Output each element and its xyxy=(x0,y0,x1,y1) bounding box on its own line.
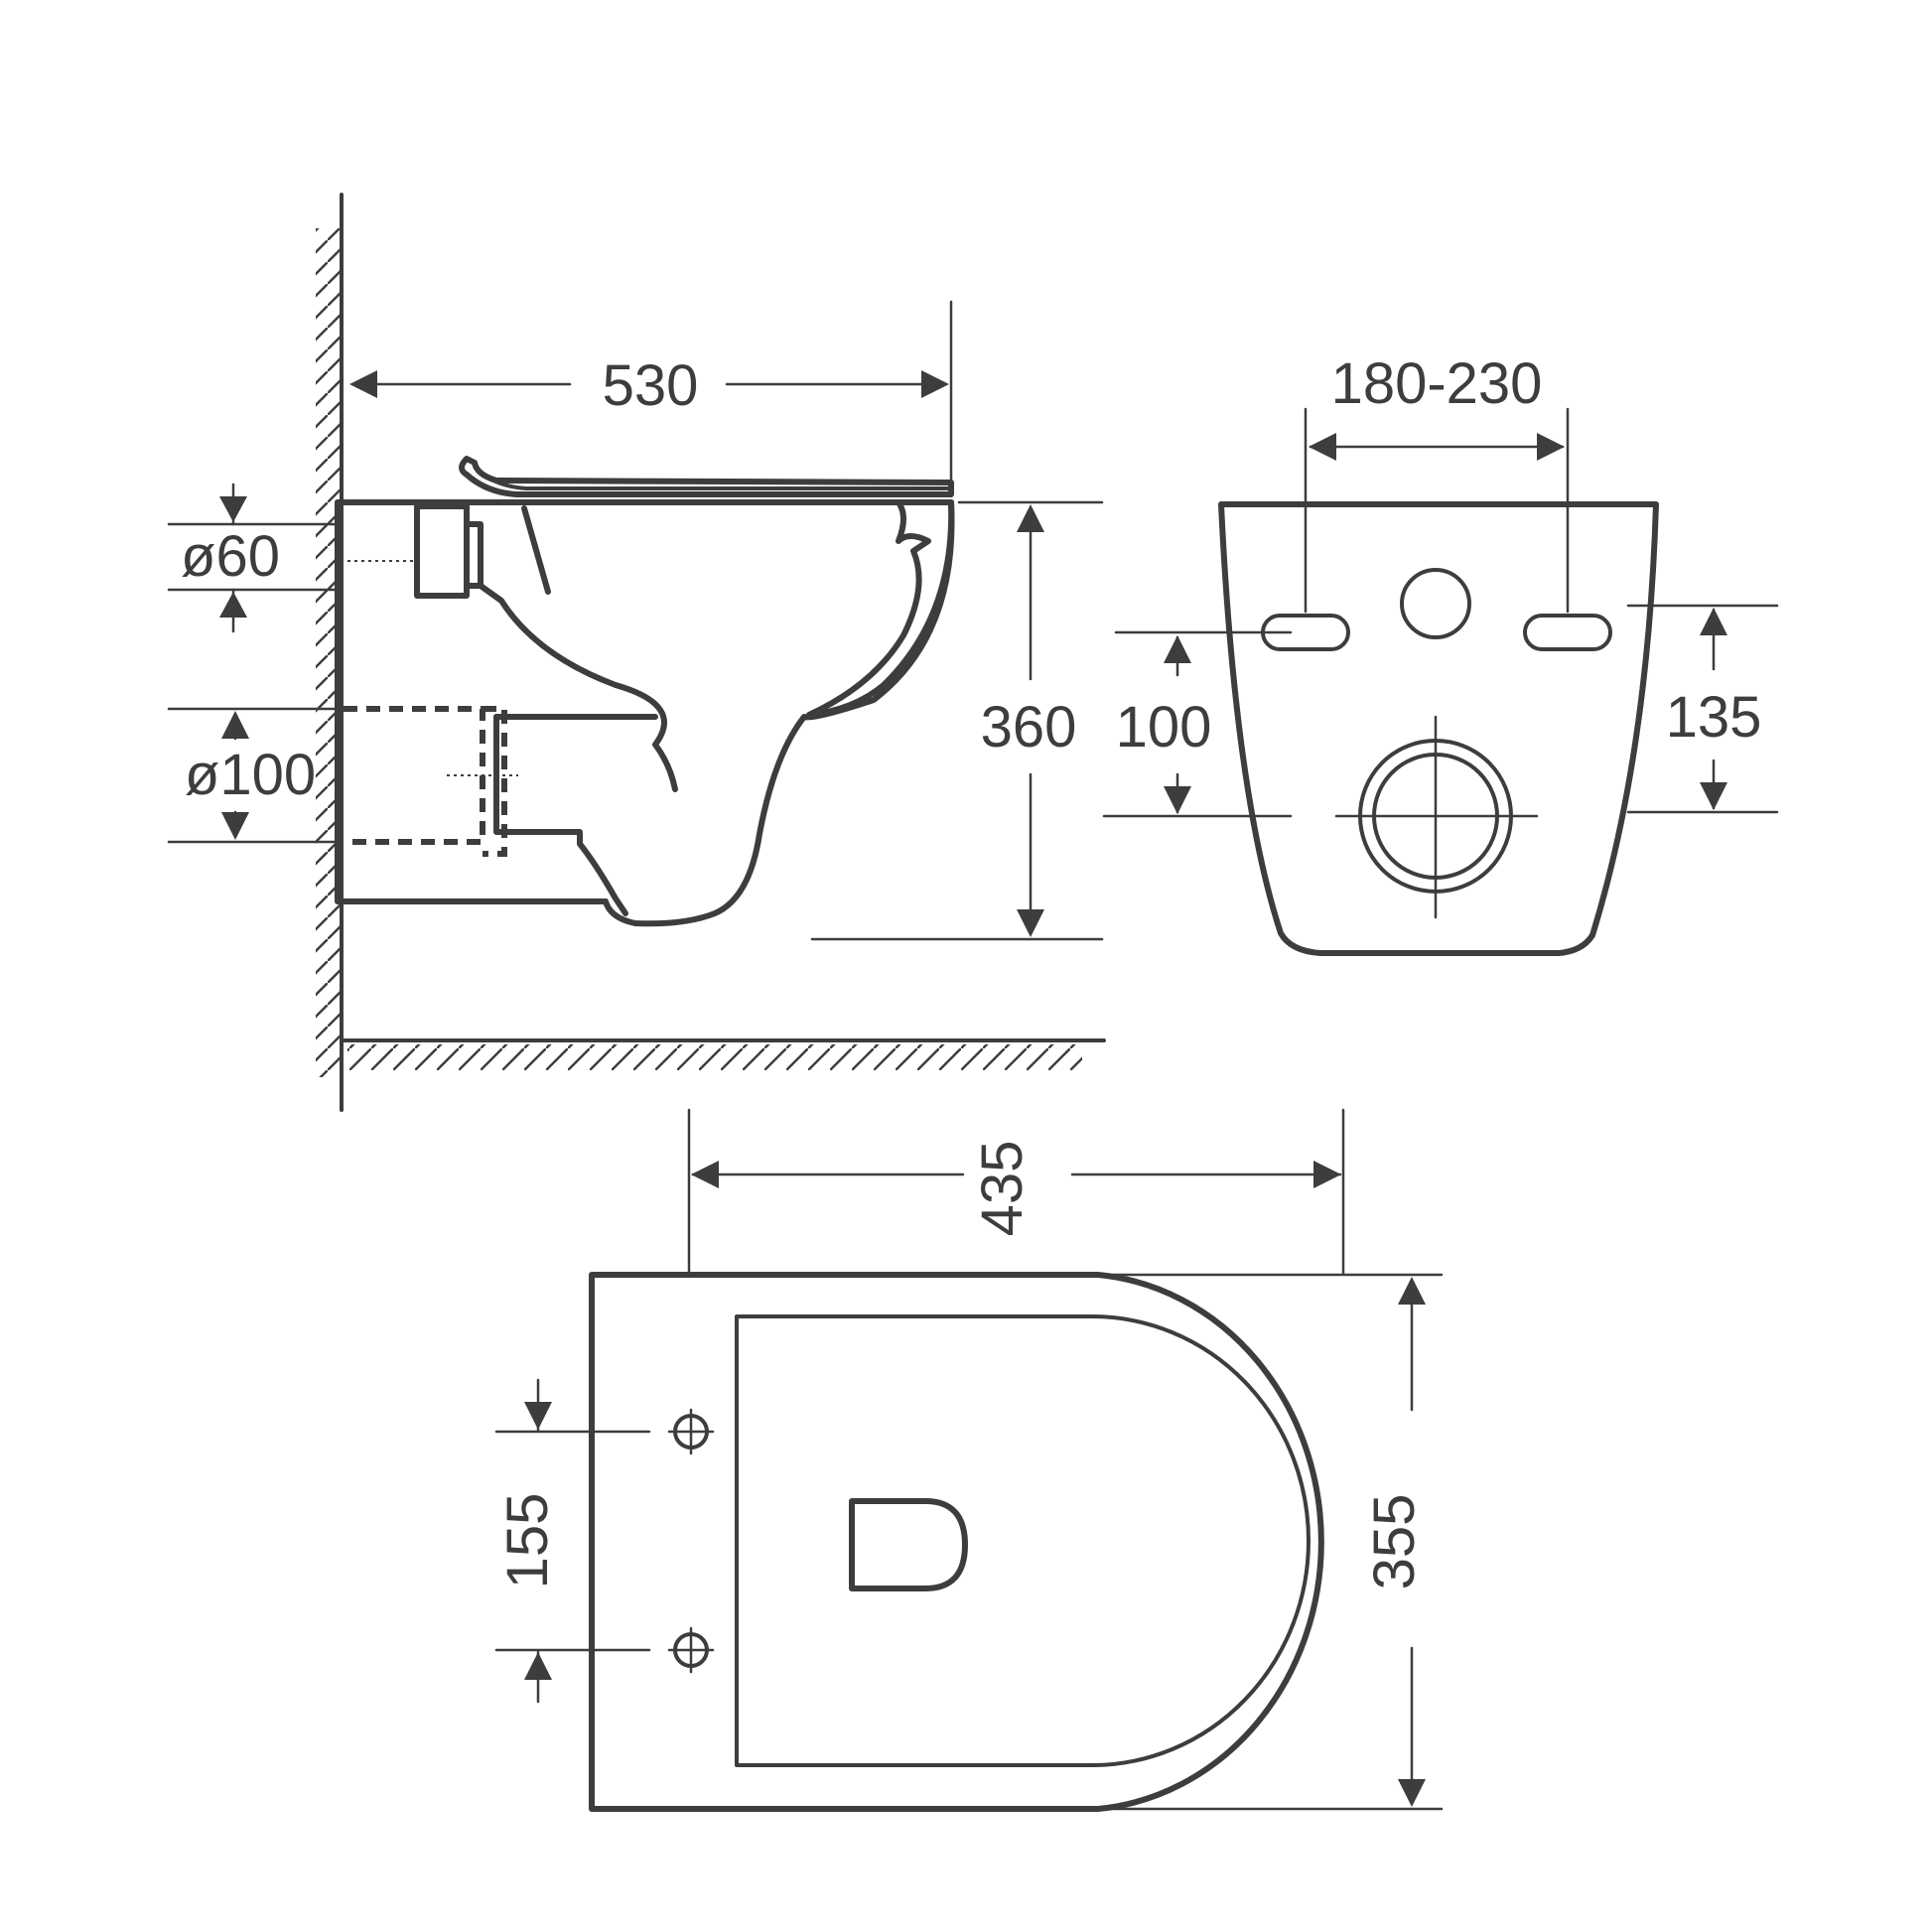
dimension-180-230: 180-230 xyxy=(1304,351,1570,614)
mounting-slot-right xyxy=(1523,614,1612,651)
dimension-label-outlet-diameter: ø100 xyxy=(185,743,316,807)
dimension-label-355: 355 xyxy=(1362,1494,1427,1590)
toilet-top-profile xyxy=(589,1272,1324,1812)
side-view: 530 360 ø60 xyxy=(167,193,1106,1112)
dimension-label-135: 135 xyxy=(1666,685,1762,750)
dimension-label-155: 155 xyxy=(495,1493,560,1589)
dimension-360: 360 xyxy=(810,500,1104,941)
toilet-side-profile xyxy=(335,456,955,927)
dimension-355: 355 xyxy=(1098,1273,1444,1811)
dimension-label-100: 100 xyxy=(1116,695,1212,759)
top-view: 435 355 155 xyxy=(494,1108,1444,1812)
dimension-label-360: 360 xyxy=(981,695,1077,759)
dimension-155: 155 xyxy=(494,1378,651,1704)
dimension-435: 435 xyxy=(687,1108,1345,1275)
dimension-inlet-diameter: ø60 xyxy=(167,483,340,633)
dimension-label-180-230: 180-230 xyxy=(1331,351,1543,416)
toilet-rear-profile xyxy=(1218,501,1659,956)
floor xyxy=(340,1038,1106,1070)
dimension-135: 135 xyxy=(1626,604,1779,814)
rear-view: 180-230 100 135 xyxy=(1102,351,1779,956)
inlet-hole xyxy=(1400,568,1471,639)
dimension-outlet-diameter: ø100 xyxy=(167,707,340,844)
dimension-530: 530 xyxy=(349,300,953,486)
seat-hole-lower xyxy=(667,1626,715,1674)
dimension-label-530: 530 xyxy=(603,353,699,418)
seat-hole-upper xyxy=(667,1408,715,1455)
dimension-label-inlet-diameter: ø60 xyxy=(181,524,280,589)
dimension-label-435: 435 xyxy=(970,1141,1035,1237)
dimension-100: 100 xyxy=(1102,630,1293,818)
